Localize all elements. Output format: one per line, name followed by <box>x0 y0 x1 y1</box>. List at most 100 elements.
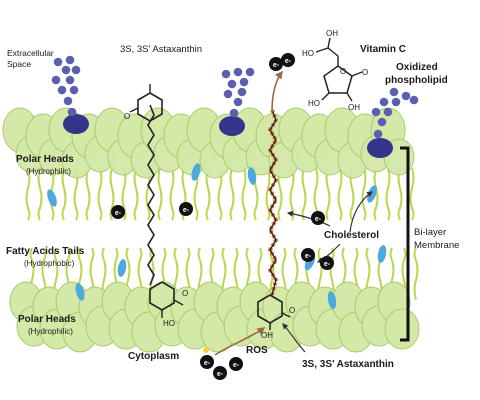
lipid-tail <box>157 167 163 221</box>
label-bilayer-line1: Bi-layer <box>414 227 446 238</box>
sugar-unit <box>65 75 75 85</box>
astaxanthin-ring-top <box>137 92 163 122</box>
cholesterol-molecule <box>47 189 57 207</box>
lipid-tail <box>361 167 367 221</box>
lipid-tail <box>265 167 271 221</box>
sugar-unit <box>67 107 77 117</box>
arrows <box>214 70 373 356</box>
label-oxidized-line1: Oxidized <box>396 62 438 73</box>
label-hydrophilic-bottom: (Hydrophilic) <box>28 327 73 336</box>
label-ros: ROS <box>246 345 268 356</box>
electron-label: e- <box>217 371 224 378</box>
vitc-atom-o: O <box>362 68 368 77</box>
sugar-unit <box>53 57 63 67</box>
lipid-tail <box>409 167 415 221</box>
polar-head <box>384 308 420 350</box>
astaxanthin-molecule-right: O OH <box>257 109 295 340</box>
electron-label: e- <box>183 207 190 214</box>
electron-label: e- <box>285 58 292 65</box>
electron-label: e- <box>233 362 240 369</box>
electron-label: e- <box>115 210 122 217</box>
electron <box>200 355 214 369</box>
lipid-tail <box>301 167 307 221</box>
cholesterol-molecule <box>327 291 337 309</box>
cholesterol-molecule <box>247 167 257 185</box>
lipid-tail <box>277 167 283 221</box>
electron-label: e- <box>324 261 331 268</box>
label-oxidized-line2: phospholipid <box>385 75 448 86</box>
electron-label: e- <box>273 62 280 69</box>
ros-spot <box>203 347 209 353</box>
cholesterol-molecule <box>377 245 387 263</box>
bilayer-bracket <box>400 146 410 342</box>
label-astaxanthin-top: 3S, 3S’ Astaxanthin <box>120 44 202 55</box>
sugar-unit <box>391 97 401 107</box>
label-extracellular-line1: Extracellular <box>7 48 54 58</box>
glycolipid-chains <box>51 55 419 158</box>
label-astaxanthin-bottom: 3S, 3S’ Astaxanthin <box>302 359 394 370</box>
electron <box>213 366 227 380</box>
sugar-unit <box>377 117 387 127</box>
astaxanthin-atom-oh: OH <box>261 331 273 340</box>
lipid-tail <box>241 167 247 221</box>
sugar-unit <box>237 87 247 97</box>
label-hydrophobic: (Hydrophobic) <box>24 259 75 268</box>
vitc-atom-ho: HO <box>302 49 314 58</box>
label-polar-heads-top: Polar Heads <box>16 154 74 165</box>
arrow-cholesterol-1 <box>286 210 331 227</box>
vitc-atom-oh-bottom: OH <box>348 103 360 112</box>
glycolipid-base <box>367 138 393 158</box>
lipid-tail <box>373 167 379 221</box>
sugar-unit <box>71 65 81 75</box>
sugar-unit <box>69 85 79 95</box>
lipid-tail <box>205 167 211 221</box>
sugar-unit <box>409 95 419 105</box>
label-cytoplasm: Cytoplasm <box>128 351 179 362</box>
sugar-unit <box>245 67 255 77</box>
lipid-tail <box>385 167 391 221</box>
electron <box>281 53 295 67</box>
electron <box>311 211 325 225</box>
cholesterol-molecule <box>75 283 85 301</box>
lipid-tail <box>337 167 343 221</box>
electron <box>229 357 243 371</box>
cholesterol-molecule <box>117 259 127 277</box>
electrons: e-e-e-e-e-e-e-e-e-e- <box>111 53 334 380</box>
sugar-unit <box>371 107 381 117</box>
electron-label: e- <box>315 216 322 223</box>
sugar-unit <box>233 67 243 77</box>
lipid-tail <box>133 167 139 221</box>
sugar-unit <box>221 69 231 79</box>
astaxanthin-atom-ho: HO <box>163 319 175 328</box>
electron <box>320 256 334 270</box>
label-hydrophilic-top: (Hydrophilic) <box>26 167 71 176</box>
electron-label: e- <box>305 253 312 260</box>
vitc-atom-ho-bottom: HO <box>308 99 320 108</box>
label-fatty-acids: Fatty Acids Tails <box>6 246 85 257</box>
glycolipid-base <box>63 114 89 134</box>
sugar-unit <box>229 108 239 118</box>
sugar-unit <box>233 97 243 107</box>
electron <box>179 202 193 216</box>
lipid-tail <box>85 167 91 221</box>
sugar-unit <box>65 55 75 65</box>
sugar-unit <box>63 96 73 106</box>
lipid-tail <box>169 167 175 221</box>
astaxanthin-molecule-left: O O HO <box>124 84 188 328</box>
astaxanthin-atom-o1: O <box>124 112 130 121</box>
sugar-unit <box>239 77 249 87</box>
sugar-unit <box>401 91 411 101</box>
astaxanthin-atom-o3: O <box>289 306 295 315</box>
lipid-tail <box>229 167 235 221</box>
label-cholesterol: Cholesterol <box>324 230 379 241</box>
lipid-tail <box>61 167 67 221</box>
sugar-unit <box>373 129 383 139</box>
glycolipid-base <box>219 116 245 136</box>
label-vitamin-c: Vitamin C <box>360 44 406 55</box>
lipid-tail <box>217 167 223 221</box>
vitamin-c-structure: OH HO O O HO OH <box>302 29 368 112</box>
label-bilayer-line2: Membrane <box>414 240 459 251</box>
sugar-unit <box>379 97 389 107</box>
arrow-cholesterol-2 <box>349 191 373 233</box>
